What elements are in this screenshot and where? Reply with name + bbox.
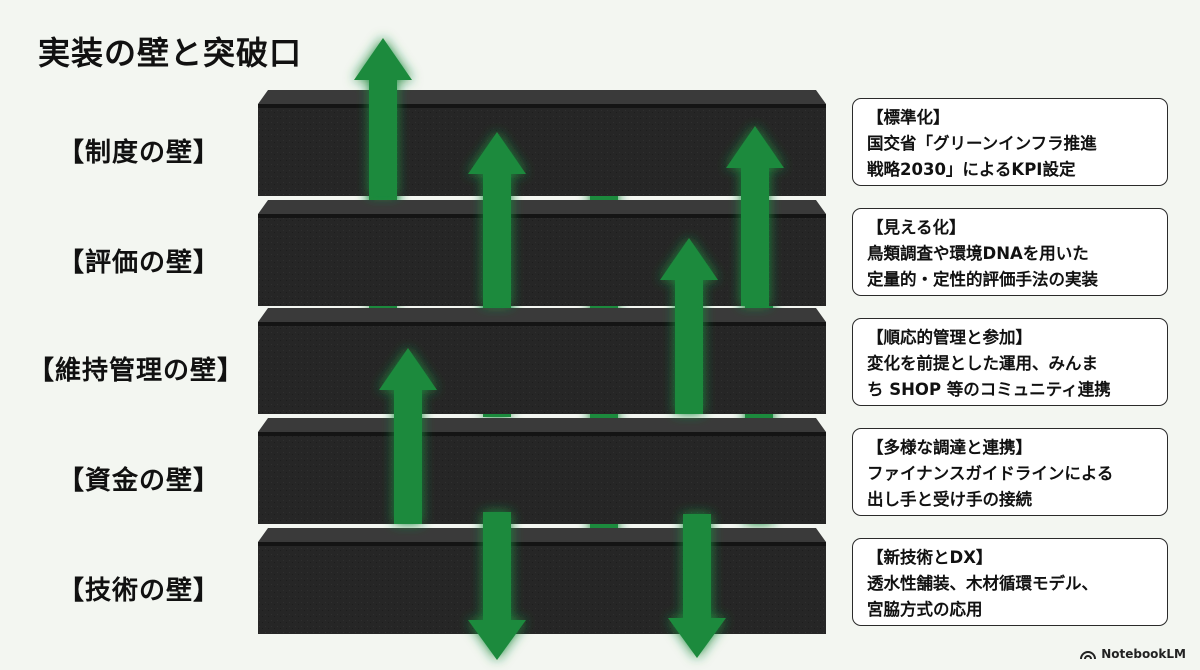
solution-line: 宮脇方式の応用 <box>867 600 983 619</box>
up-arrow <box>726 126 784 306</box>
up-arrow <box>468 132 526 306</box>
page-title: 実装の壁と突破口 <box>38 34 303 72</box>
up-arrow <box>379 348 437 524</box>
solution-line: 国交省「グリーンインフラ推進 <box>867 134 1097 153</box>
wall-block <box>258 200 826 306</box>
solution-heading: 【順応的管理と参加】 <box>867 328 1032 347</box>
wall-block <box>258 528 826 634</box>
solution-box-visualization: 【見える化】 鳥類調査や環境DNAを用いた 定量的・定性的評価手法の実装 <box>852 208 1168 296</box>
solution-line: ファイナンスガイドラインによる <box>867 464 1114 483</box>
notebooklm-icon <box>1080 650 1097 659</box>
solution-box-funding: 【多様な調達と連携】 ファイナンスガイドラインによる 出し手と受け手の接続 <box>852 428 1168 516</box>
wall-label-funding: 【資金の壁】 <box>58 466 221 496</box>
solution-box-technology: 【新技術とDX】 透水性舗装、木材循環モデル、 宮脇方式の応用 <box>852 538 1168 626</box>
solution-heading: 【多様な調達と連携】 <box>867 438 1032 457</box>
wall-label-evaluation: 【評価の壁】 <box>58 248 221 278</box>
solution-line: 定量的・定性的評価手法の実装 <box>867 270 1098 289</box>
solution-line: 戦略2030」によるKPI設定 <box>867 160 1076 179</box>
solution-heading: 【新技術とDX】 <box>867 548 993 567</box>
brand-name: NotebookLM <box>1101 647 1186 661</box>
up-arrow <box>660 238 718 414</box>
down-arrow <box>468 512 526 660</box>
solution-heading: 【標準化】 <box>867 108 950 127</box>
solution-line: 出し手と受け手の接続 <box>867 490 1032 509</box>
solution-box-adaptive-management: 【順応的管理と参加】 変化を前提とした運用、みんま ち SHOP 等のコミュニテ… <box>852 318 1168 406</box>
solution-line: 透水性舗装、木材循環モデル、 <box>867 574 1098 593</box>
solution-line: 鳥類調査や環境DNAを用いた <box>867 244 1089 263</box>
brand-logo: NotebookLM <box>1080 647 1186 661</box>
solution-line: ち SHOP 等のコミュニティ連携 <box>867 380 1111 399</box>
wall-block <box>258 308 826 414</box>
wall-label-technology: 【技術の壁】 <box>58 576 221 606</box>
wall-label-maintenance: 【維持管理の壁】 <box>28 356 245 386</box>
solution-heading: 【見える化】 <box>867 218 966 237</box>
wall-block <box>258 418 826 524</box>
up-arrow <box>354 38 412 196</box>
wall-block <box>258 90 826 196</box>
solution-line: 変化を前提とした運用、みんま <box>867 354 1098 373</box>
wall-label-system: 【制度の壁】 <box>58 138 221 168</box>
down-arrow <box>668 514 726 658</box>
solution-box-standardization: 【標準化】 国交省「グリーンインフラ推進 戦略2030」によるKPI設定 <box>852 98 1168 186</box>
